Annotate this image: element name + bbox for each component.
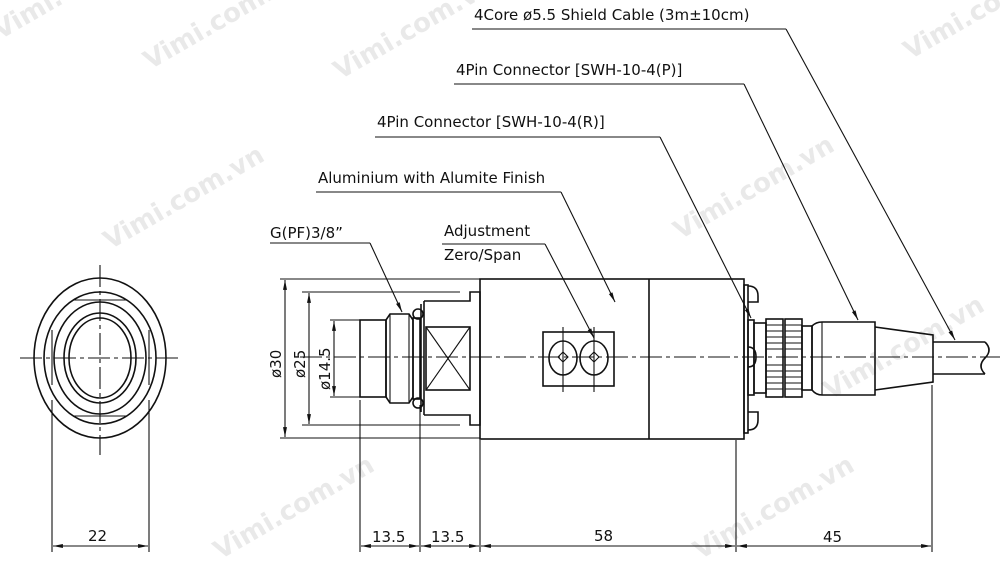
dim-45: 45	[823, 528, 842, 546]
dim-22: 22	[88, 527, 107, 545]
svg-text:Vimi.com.vn: Vimi.com.vn	[139, 0, 310, 76]
dim-13_5-hex: 13.5	[431, 528, 464, 546]
callouts: 4Core ø5.5 Shield Cable (3m±10cm) 4Pin C…	[270, 6, 956, 341]
dim-58: 58	[594, 527, 613, 545]
svg-text:Vimi.com.vn: Vimi.com.vn	[0, 0, 160, 46]
dim-13_5-thread: 13.5	[372, 528, 405, 546]
callout-connector-r: 4Pin Connector [SWH-10-4(R)]	[377, 113, 605, 131]
callout-zero-span: Zero/Span	[444, 246, 521, 264]
dim-d30: ø30	[267, 350, 285, 378]
dim-d14_5: ø14.5	[316, 347, 334, 390]
svg-text:Vimi.com.vn: Vimi.com.vn	[99, 140, 270, 256]
dim-d25: ø25	[291, 350, 309, 378]
side-view: ø30 ø25 ø14.5	[267, 278, 1000, 552]
svg-text:Vimi.com.vn: Vimi.com.vn	[899, 0, 1000, 66]
callout-adjustment: Adjustment	[444, 222, 530, 240]
callout-connector-p: 4Pin Connector [SWH-10-4(P)]	[456, 61, 682, 79]
callout-material: Aluminium with Alumite Finish	[318, 169, 545, 187]
callout-thread: G(PF)3/8”	[270, 224, 343, 242]
svg-text:Vimi.com.vn: Vimi.com.vn	[209, 450, 380, 563]
callout-cable: 4Core ø5.5 Shield Cable (3m±10cm)	[474, 6, 749, 24]
svg-text:Vimi.com.vn: Vimi.com.vn	[819, 290, 990, 406]
end-view: 22	[20, 265, 180, 552]
